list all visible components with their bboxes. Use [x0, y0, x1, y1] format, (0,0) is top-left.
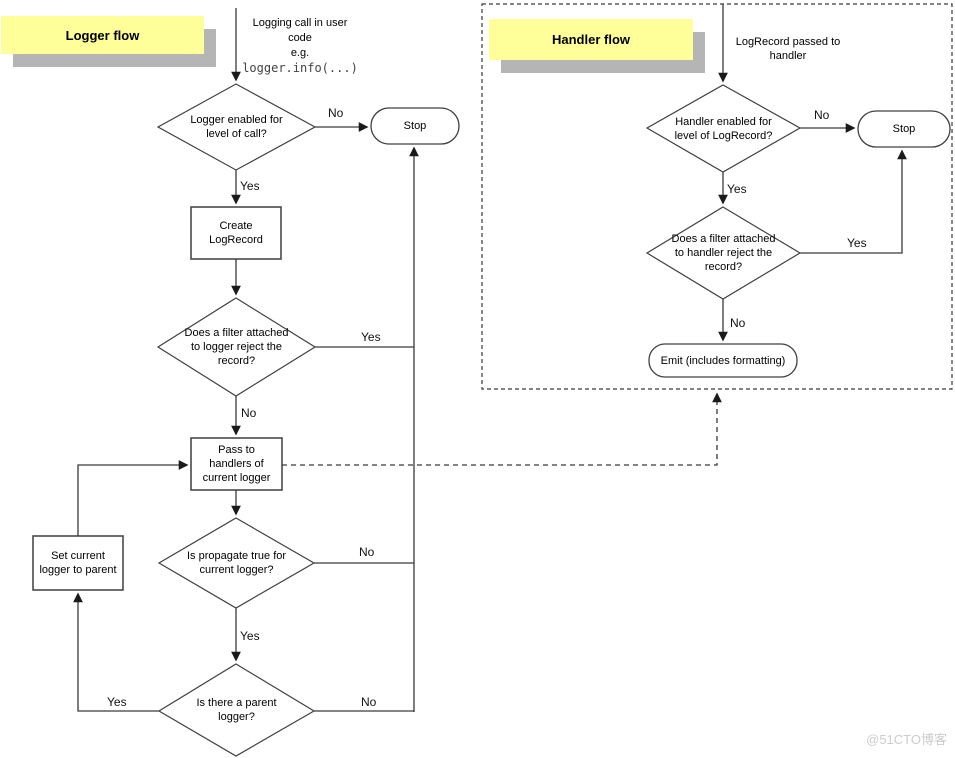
edge-label-propagate-no: No	[359, 545, 375, 559]
create-logrecord-shape	[190, 206, 282, 260]
logger-entry-code: logger.info(...)	[242, 61, 358, 75]
handler-filter-decision-shape	[645, 206, 802, 300]
edge-label-parent-yes: Yes	[107, 695, 127, 709]
edge-label-handler-enabled-yes: Yes	[727, 182, 747, 196]
propagate-decision-shape	[157, 517, 316, 609]
handler-flow-title-label: Handler flow	[551, 32, 630, 47]
logger-entry-annotation: Logging call in user code e.g. logger.in…	[240, 16, 360, 77]
set-current-logger-shape	[32, 535, 124, 591]
handler-entry-line2: handler	[769, 50, 807, 62]
edge-setparent-to-pass	[77, 460, 189, 536]
edge-label-logger-filter-yes: Yes	[361, 330, 381, 344]
edge-label-logger-filter-no: No	[241, 406, 257, 420]
handler-entry-annotation: LogRecord passed to handler	[730, 35, 846, 63]
handler-flow-title: Handler flow	[489, 19, 693, 60]
edge-label-handler-enabled-no: No	[814, 108, 830, 122]
logger-flow-title: Logger flow	[1, 16, 204, 54]
edge-label-logger-enabled-yes: Yes	[240, 179, 260, 193]
edge-label-handler-filter-no: No	[730, 316, 746, 330]
logger-entry-line2: code	[288, 32, 312, 44]
handler-enabled-decision-shape	[645, 84, 802, 173]
edge-handler-filter-yes-to-stop	[800, 149, 907, 254]
handler-entry-line1: LogRecord passed to	[735, 36, 841, 48]
logger-entry-line1: Logging call in user	[252, 17, 348, 29]
edge-label-parent-no: No	[361, 695, 377, 709]
logger-flow-title-label: Logger flow	[65, 27, 140, 43]
edge-parent-yes-to-setparent	[73, 592, 159, 712]
emit-shape	[648, 343, 798, 378]
watermark: @51CTO博客	[866, 732, 947, 747]
logger-enabled-decision-shape	[156, 83, 317, 171]
logger-stop-shape	[370, 107, 460, 145]
edge-label-logger-enabled-no: No	[328, 106, 344, 120]
edge-pass-to-handler-flow-dashed	[282, 392, 722, 466]
pass-to-handlers-shape	[190, 437, 283, 491]
handler-stop-shape	[857, 110, 951, 148]
handler-flow-boundary	[481, 3, 953, 390]
edge-label-handler-filter-yes: Yes	[847, 236, 867, 250]
edge-label-propagate-yes: Yes	[240, 629, 260, 643]
logger-filter-decision-shape	[156, 297, 317, 397]
parent-logger-decision-shape	[157, 663, 316, 757]
logger-entry-line3: e.g.	[290, 47, 310, 59]
